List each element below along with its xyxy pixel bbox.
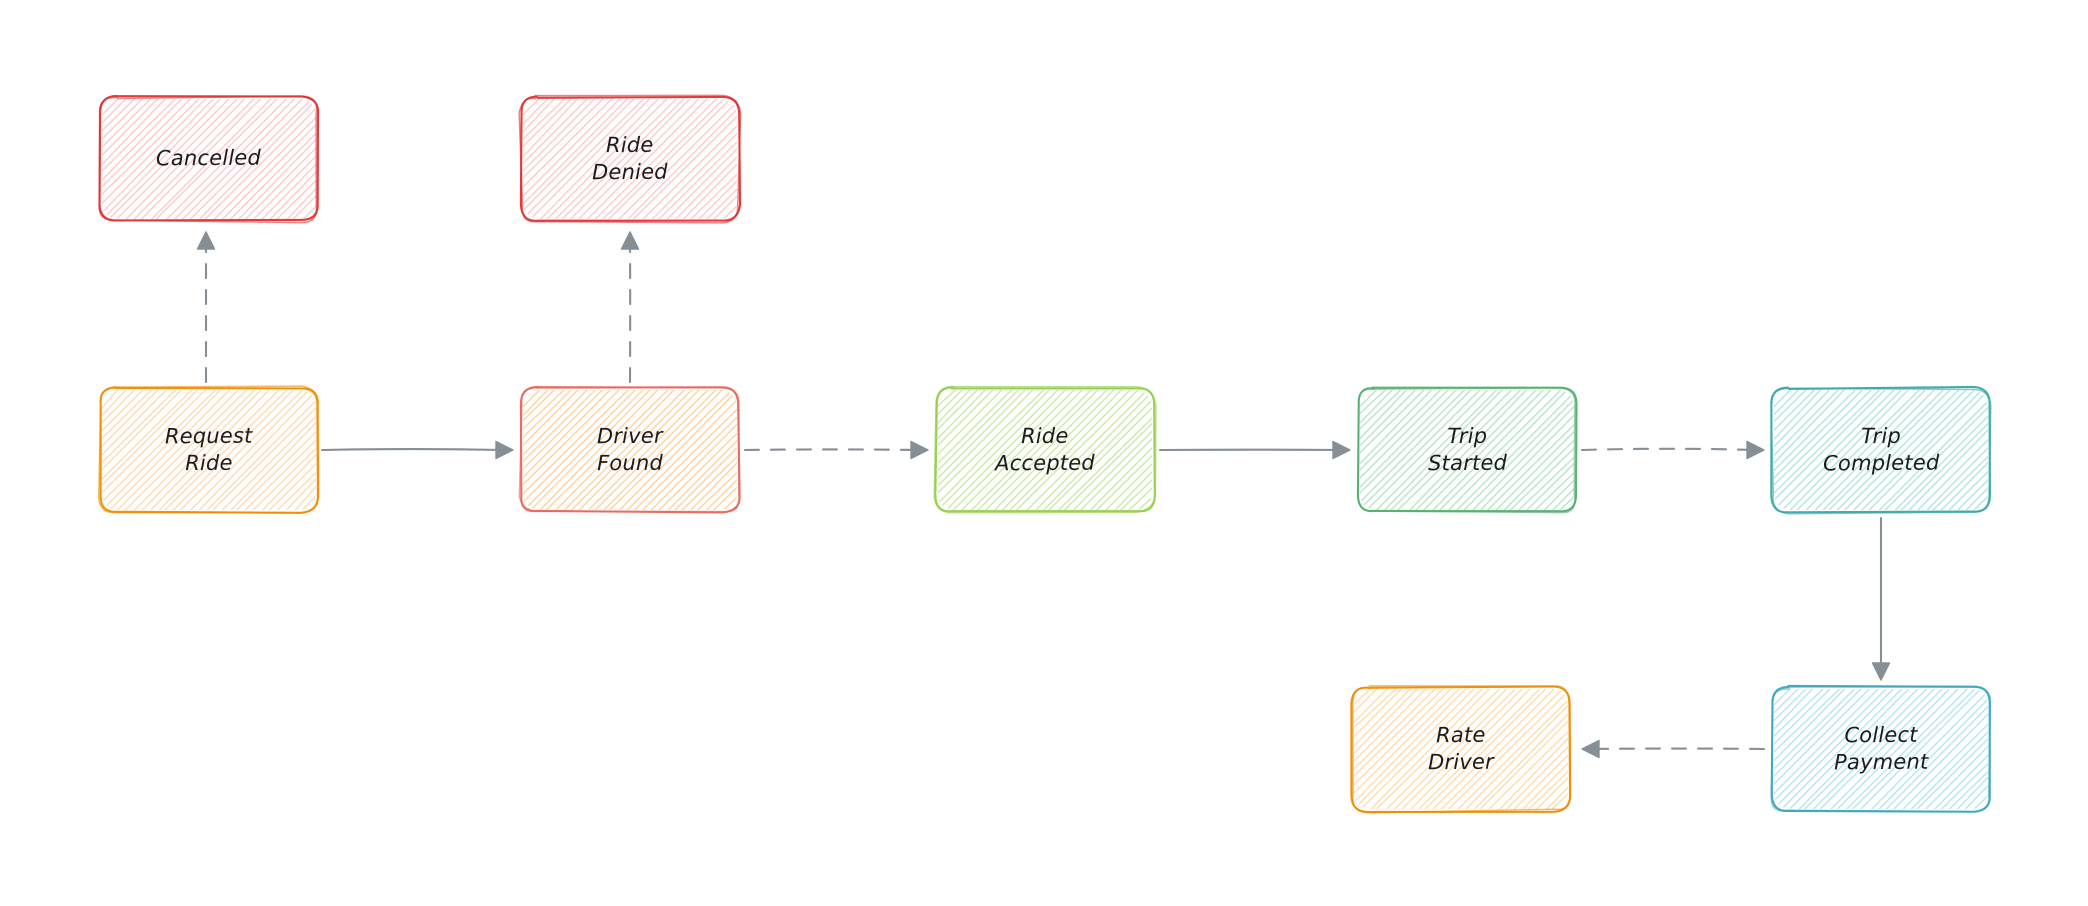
edge-driver-found-to-ride-accepted — [743, 440, 929, 460]
node-label-rate-driver: Rate Driver — [1428, 722, 1495, 775]
node-shape-ride-denied — [518, 94, 742, 224]
arrow-head-icon — [1746, 440, 1765, 460]
node-shape-rate-driver — [1350, 685, 1572, 814]
edge-trip-started-to-trip-completed — [1580, 440, 1765, 460]
node-shape-request-ride — [97, 385, 320, 514]
arrow-head-icon — [1332, 440, 1351, 460]
node-label-trip-completed: Trip Completed — [1822, 423, 1940, 476]
node-ride-accepted[interactable]: Ride Accepted — [933, 385, 1157, 514]
edge-request-ride-to-driver-found — [320, 440, 514, 460]
arrow-head-icon — [1871, 662, 1891, 681]
node-ride-denied[interactable]: Ride Denied — [518, 94, 742, 224]
node-driver-found[interactable]: Driver Found — [518, 385, 741, 514]
arrow-head-icon — [1581, 739, 1600, 759]
node-trip-started[interactable]: Trip Started — [1356, 386, 1578, 514]
arrow-head-icon — [620, 231, 640, 250]
edge-line — [320, 448, 505, 452]
node-shape-trip-started — [1356, 386, 1578, 514]
node-shape-ride-accepted — [933, 385, 1157, 514]
edge-trip-completed-to-collect-payment — [1871, 516, 1891, 681]
edge-line — [1580, 447, 1756, 452]
edge-driver-found-to-ride-denied — [620, 231, 640, 384]
edge-collect-payment-to-rate-driver — [1581, 739, 1766, 759]
node-shape-trip-completed — [1770, 385, 1992, 515]
node-label-ride-accepted: Ride Accepted — [995, 423, 1096, 476]
edge-line — [743, 448, 920, 452]
node-shape-driver-found — [518, 385, 741, 514]
node-label-collect-payment: Collect Payment — [1833, 722, 1929, 775]
node-rate-driver[interactable]: Rate Driver — [1350, 685, 1572, 814]
arrow-head-icon — [495, 440, 514, 460]
node-trip-completed[interactable]: Trip Completed — [1770, 385, 1992, 515]
node-shape-cancelled — [98, 94, 320, 224]
arrow-head-icon — [910, 440, 929, 460]
node-label-trip-started: Trip Started — [1427, 423, 1507, 476]
node-label-ride-denied: Ride Denied — [592, 132, 669, 185]
node-cancelled[interactable]: Cancelled — [98, 94, 320, 224]
node-collect-payment[interactable]: Collect Payment — [1770, 684, 1992, 813]
node-shape-collect-payment — [1770, 684, 1992, 813]
edge-ride-accepted-to-trip-started — [1158, 440, 1351, 460]
node-request-ride[interactable]: Request Ride — [97, 385, 320, 514]
node-label-cancelled: Cancelled — [156, 145, 262, 171]
arrow-head-icon — [196, 231, 216, 250]
node-label-driver-found: Driver Found — [596, 423, 664, 476]
node-label-request-ride: Request Ride — [164, 423, 253, 476]
edge-request-ride-to-cancelled — [196, 231, 216, 384]
